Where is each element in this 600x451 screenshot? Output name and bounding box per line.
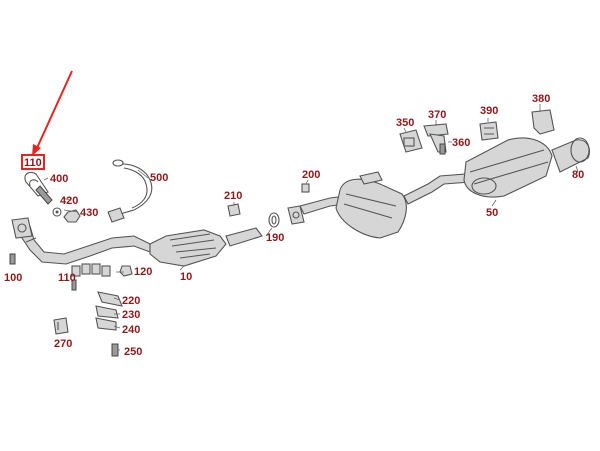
nut-200 bbox=[301, 183, 310, 193]
oxygen-sensor-500 bbox=[107, 159, 153, 223]
bolt-400 bbox=[35, 185, 53, 205]
label-100: 100 bbox=[4, 272, 22, 284]
label-380: 380 bbox=[532, 93, 550, 105]
nut-430 bbox=[63, 209, 81, 223]
bracket-230 bbox=[95, 305, 119, 319]
label-240: 240 bbox=[122, 324, 140, 336]
bracket-240 bbox=[95, 317, 117, 331]
label-500: 500 bbox=[150, 172, 168, 184]
bolt-250 bbox=[111, 343, 119, 357]
rear-muffler bbox=[463, 137, 553, 198]
label-80: 80 bbox=[572, 169, 584, 181]
label-420: 420 bbox=[60, 195, 78, 207]
front-pipe bbox=[17, 225, 151, 265]
hanger-bracket-380 bbox=[531, 109, 555, 135]
washer-420 bbox=[52, 207, 62, 217]
label-210: 210 bbox=[224, 190, 242, 202]
rubber-mount-390 bbox=[479, 121, 499, 141]
label-190: 190 bbox=[266, 232, 284, 244]
label-230: 230 bbox=[122, 309, 140, 321]
highlight-arrow bbox=[32, 70, 73, 156]
bolt-100 bbox=[9, 253, 16, 265]
leader-lines bbox=[43, 104, 579, 351]
flange-200 bbox=[287, 205, 305, 225]
flange-gasket bbox=[11, 217, 33, 239]
clamp-110-lower bbox=[71, 263, 111, 277]
label-50: 50 bbox=[486, 207, 498, 219]
highlight-box bbox=[21, 154, 45, 170]
tail-connecting-pipe bbox=[403, 173, 471, 205]
label-110-bottom: 110 bbox=[58, 272, 76, 284]
bracket-210 bbox=[227, 203, 241, 217]
center-muffler bbox=[335, 171, 407, 239]
label-390: 390 bbox=[480, 105, 498, 117]
rubber-hanger-350 bbox=[399, 129, 423, 153]
callout-labels: 110 400 420 430 500 100 210 10 190 200 1… bbox=[4, 93, 584, 358]
catalytic-converter bbox=[149, 227, 263, 267]
tail-pipe-tip bbox=[551, 137, 591, 173]
label-110-top: 110 bbox=[24, 157, 42, 169]
clamp-110 bbox=[24, 171, 49, 197]
nut-120 bbox=[119, 265, 133, 277]
label-270: 270 bbox=[54, 338, 72, 350]
label-400: 400 bbox=[50, 173, 68, 185]
label-120: 120 bbox=[134, 266, 152, 278]
label-360: 360 bbox=[452, 137, 470, 149]
clip-270 bbox=[53, 317, 69, 335]
label-250: 250 bbox=[124, 346, 142, 358]
label-220: 220 bbox=[122, 295, 140, 307]
label-350: 350 bbox=[396, 117, 414, 129]
seal-ring-190 bbox=[268, 212, 280, 228]
bolt-110-lower bbox=[71, 279, 77, 291]
label-200: 200 bbox=[302, 169, 320, 181]
bracket-220 bbox=[97, 291, 123, 307]
bolt-360 bbox=[439, 143, 446, 155]
label-370: 370 bbox=[428, 109, 446, 121]
label-10: 10 bbox=[180, 271, 192, 283]
label-430: 430 bbox=[80, 207, 98, 219]
